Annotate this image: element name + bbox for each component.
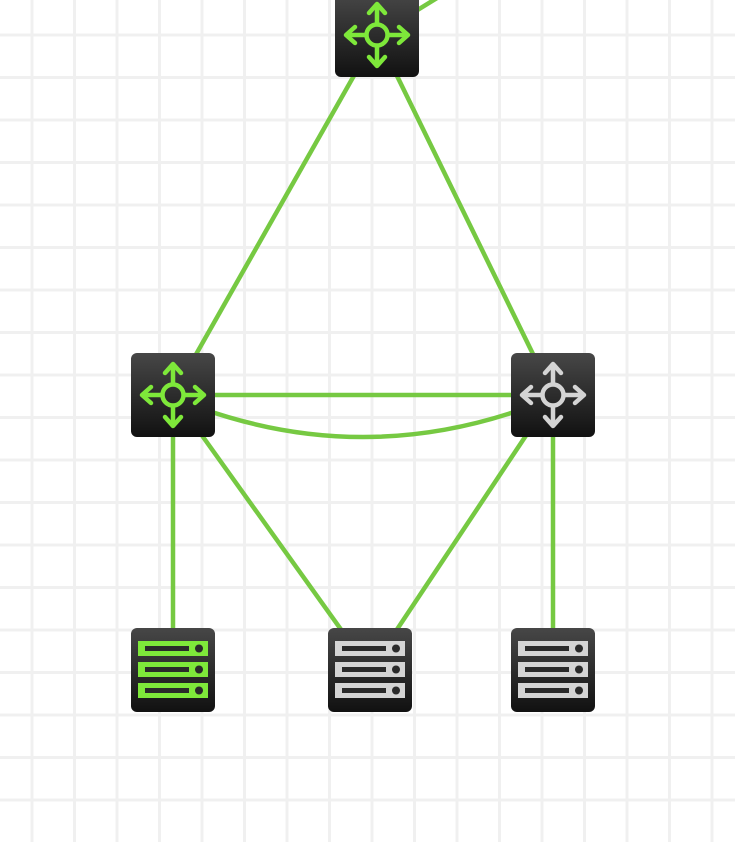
link-router-top-router-left[interactable]	[171, 33, 379, 397]
nodes-layer	[131, 0, 595, 712]
server-icon	[335, 641, 405, 698]
server-left-node[interactable]	[131, 628, 215, 712]
links-layer	[170, 0, 556, 672]
node-tile	[131, 353, 215, 437]
node-tile	[335, 0, 419, 77]
router-icon	[343, 1, 411, 69]
node-tile	[511, 353, 595, 437]
link-router-left-router-right-curved[interactable]	[202, 406, 524, 440]
server-middle-node[interactable]	[328, 628, 412, 712]
link-router-top-router-right[interactable]	[374, 34, 556, 396]
link-router-right-server-middle[interactable]	[368, 393, 555, 672]
router-top-node[interactable]	[335, 0, 419, 77]
server-right-node[interactable]	[511, 628, 595, 712]
server-icon	[518, 641, 588, 698]
link-router-left-server-middle[interactable]	[171, 393, 372, 672]
router-icon	[519, 361, 587, 429]
router-icon	[139, 361, 207, 429]
server-icon	[138, 641, 208, 698]
router-left-node[interactable]	[131, 353, 215, 437]
router-right-node[interactable]	[511, 353, 595, 437]
